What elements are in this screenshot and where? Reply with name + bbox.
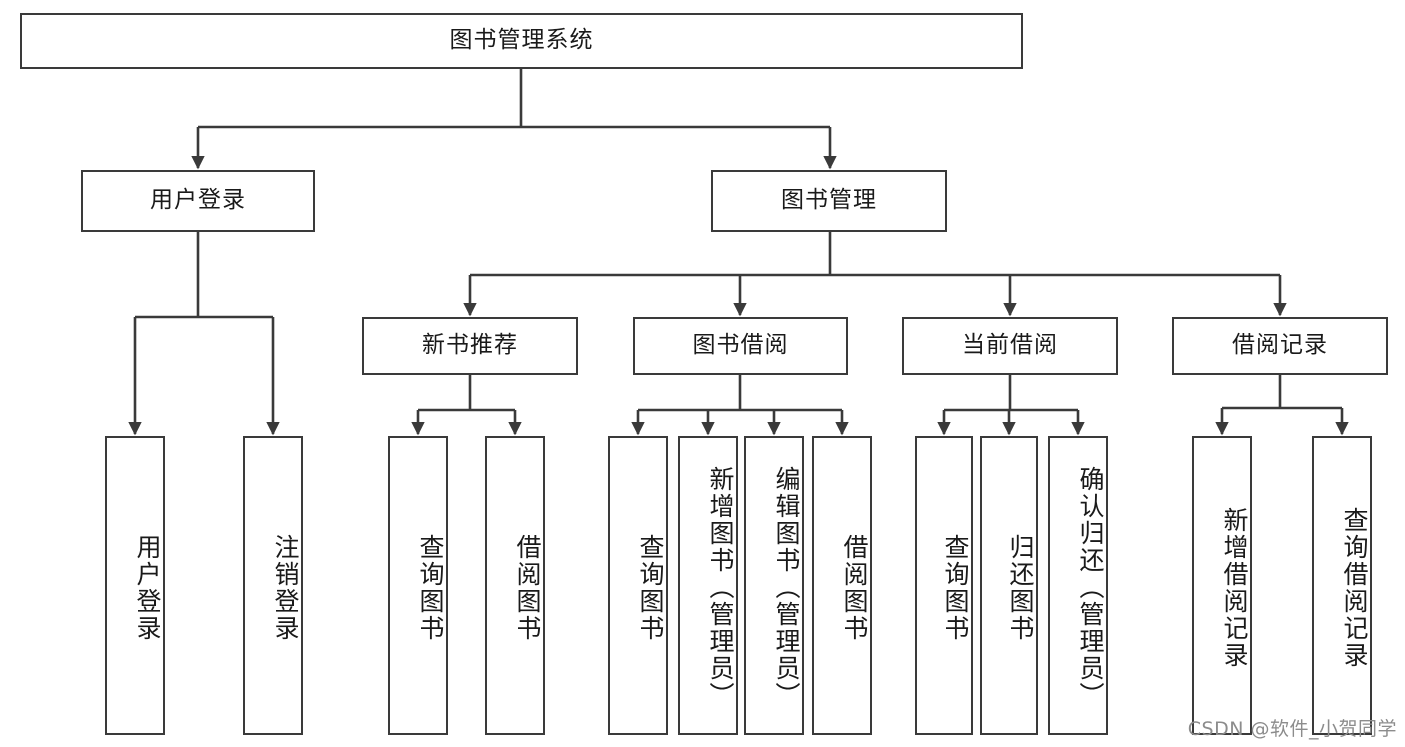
node-leaf-logout[interactable]: 注销登录: [243, 436, 303, 735]
node-leaf-logout-label: 注销登录: [271, 533, 300, 642]
node-new-book-recommendation[interactable]: 新书推荐: [362, 317, 578, 375]
watermark-text: CSDN @软件_小贺同学: [1187, 718, 1397, 740]
node-user-login[interactable]: 用户登录: [81, 170, 315, 232]
node-borrowing-record[interactable]: 借阅记录: [1172, 317, 1388, 375]
node-leaf-user-login[interactable]: 用户登录: [105, 436, 165, 735]
node-leaf-confirm-return-admin-label: 确认归还（管理员）: [1076, 466, 1105, 709]
node-current-borrowing[interactable]: 当前借阅: [902, 317, 1118, 375]
node-leaf-edit-book-admin-label: 编辑图书（管理员）: [772, 466, 801, 709]
node-leaf-add-book-admin-label: 新增图书（管理员）: [706, 466, 735, 709]
node-leaf-query-book-borrow-label: 查询图书: [636, 533, 665, 642]
node-leaf-borrow-book-recommend-label: 借阅图书: [513, 533, 542, 642]
node-leaf-add-borrow-record[interactable]: 新增借阅记录: [1192, 436, 1252, 735]
node-leaf-query-book-current[interactable]: 查询图书: [915, 436, 973, 735]
node-leaf-borrow-book-label: 借阅图书: [840, 533, 869, 642]
node-leaf-query-borrow-record[interactable]: 查询借阅记录: [1312, 436, 1372, 735]
node-leaf-confirm-return-admin[interactable]: 确认归还（管理员）: [1048, 436, 1108, 735]
node-leaf-query-book-recommend[interactable]: 查询图书: [388, 436, 448, 735]
node-book-borrowing[interactable]: 图书借阅: [633, 317, 848, 375]
node-leaf-query-borrow-record-label: 查询借阅记录: [1340, 506, 1369, 669]
node-leaf-query-book-recommend-label: 查询图书: [416, 533, 445, 642]
node-leaf-borrow-book-recommend[interactable]: 借阅图书: [485, 436, 545, 735]
node-leaf-query-book-current-label: 查询图书: [941, 533, 970, 642]
node-leaf-add-borrow-record-label: 新增借阅记录: [1220, 506, 1249, 669]
node-leaf-query-book-borrow[interactable]: 查询图书: [608, 436, 668, 735]
node-root-book-management-system[interactable]: 图书管理系统: [20, 13, 1023, 69]
node-leaf-edit-book-admin[interactable]: 编辑图书（管理员）: [744, 436, 804, 735]
node-leaf-borrow-book[interactable]: 借阅图书: [812, 436, 872, 735]
node-book-management[interactable]: 图书管理: [711, 170, 947, 232]
node-leaf-add-book-admin[interactable]: 新增图书（管理员）: [678, 436, 738, 735]
node-leaf-user-login-label: 用户登录: [133, 533, 162, 642]
node-leaf-return-book[interactable]: 归还图书: [980, 436, 1038, 735]
node-leaf-return-book-label: 归还图书: [1006, 533, 1035, 642]
